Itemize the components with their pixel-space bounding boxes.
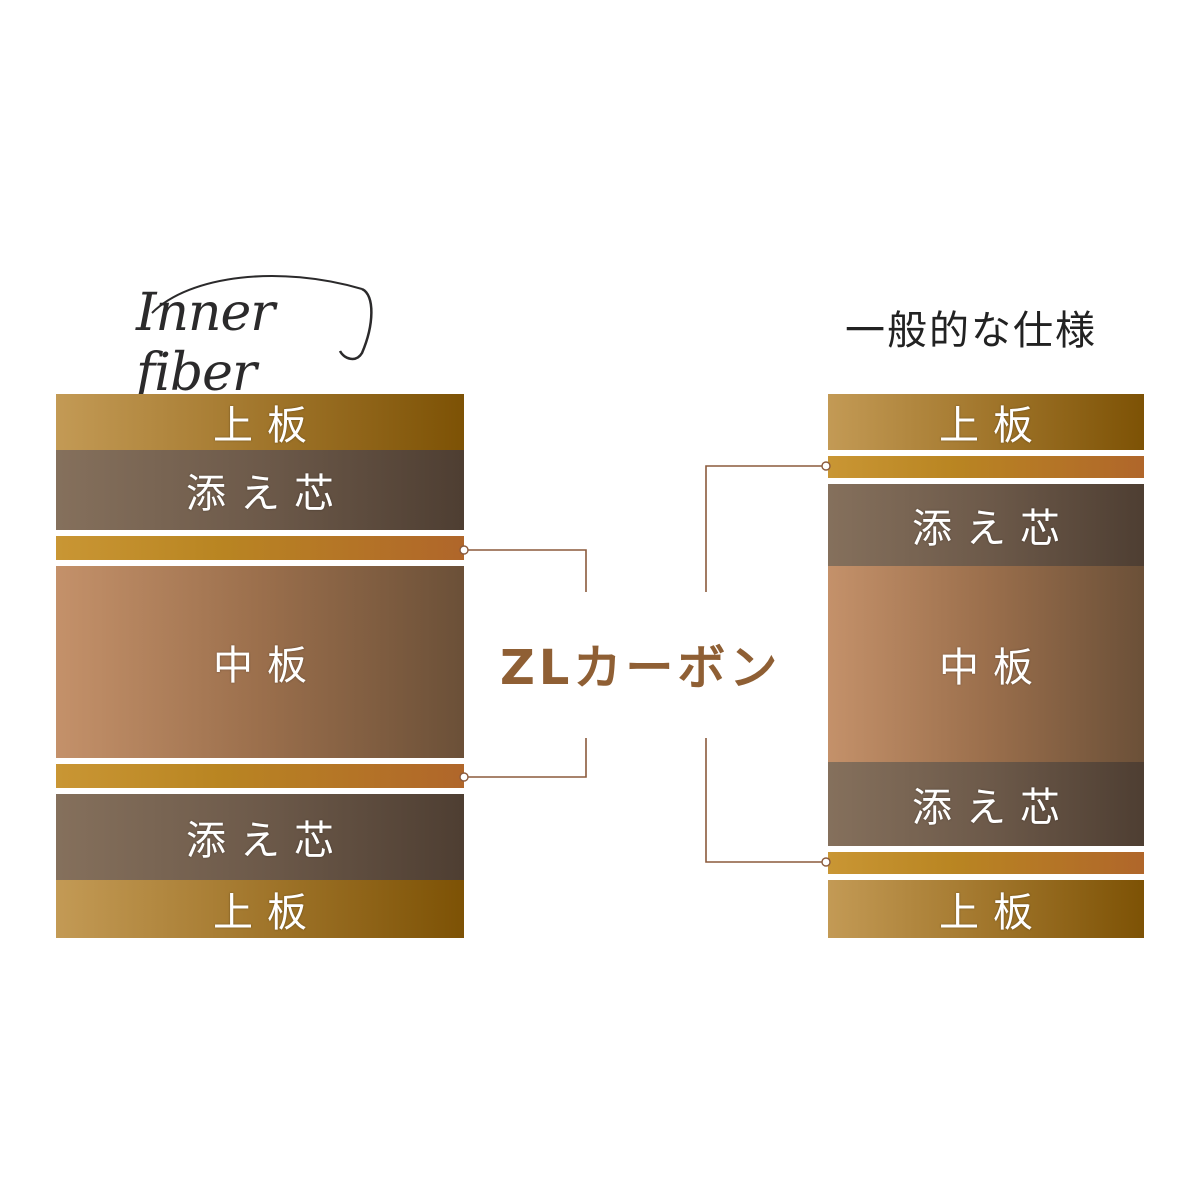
left-layer-mid-plate-label: 中板 bbox=[213, 643, 321, 689]
right-upper-connector bbox=[705, 465, 826, 592]
right-layer-bottom-plate: 上板 bbox=[828, 880, 1144, 938]
left-layer-bottom-plate-label: 上板 bbox=[213, 890, 321, 936]
left-layer-soe-lower: 添え芯 bbox=[56, 794, 464, 880]
right-layer-soe-lower: 添え芯 bbox=[828, 762, 1144, 846]
left-layer-soe-lower-label: 添え芯 bbox=[186, 818, 348, 864]
left-lower-connector-dot bbox=[459, 772, 469, 782]
right-layer-bottom-plate-label: 上板 bbox=[939, 890, 1047, 936]
right-layer-mid-plate: 中板 bbox=[828, 566, 1144, 762]
left-layer-top-plate-label: 上板 bbox=[213, 403, 321, 449]
left-layer-top-plate: 上板 bbox=[56, 394, 464, 450]
right-layer-soe-lower-label: 添え芯 bbox=[912, 785, 1074, 831]
right-layer-top-plate-label: 上板 bbox=[939, 403, 1047, 449]
left-layer-mid-plate: 中板 bbox=[56, 566, 464, 758]
left-layer-bottom-plate: 上板 bbox=[56, 880, 464, 938]
right-title: 一般的な仕様 bbox=[845, 308, 1097, 354]
right-upper-connector-dot bbox=[821, 461, 831, 471]
left-lower-connector bbox=[464, 738, 587, 778]
left-layer-soe-upper: 添え芯 bbox=[56, 450, 464, 530]
left-layer-carbon-upper bbox=[56, 530, 464, 566]
right-layer-soe-upper: 添え芯 bbox=[828, 484, 1144, 566]
left-upper-connector-dot bbox=[459, 545, 469, 555]
right-lower-connector-dot bbox=[821, 857, 831, 867]
right-lower-connector bbox=[705, 738, 826, 863]
left-layer-soe-upper-label: 添え芯 bbox=[186, 471, 348, 517]
brand-name: Inner fiber bbox=[136, 283, 275, 403]
logo-swash bbox=[151, 275, 373, 361]
right-layer-stack: 上板 添え芯 中板 添え芯 上板 bbox=[828, 394, 1144, 938]
right-layer-carbon-upper bbox=[828, 450, 1144, 484]
right-layer-soe-upper-label: 添え芯 bbox=[912, 506, 1074, 552]
zl-carbon-label: ZLカーボン bbox=[500, 640, 782, 696]
left-layer-stack: 上板 添え芯 中板 添え芯 上板 bbox=[56, 394, 464, 938]
left-layer-carbon-lower bbox=[56, 758, 464, 794]
right-layer-carbon-lower bbox=[828, 846, 1144, 880]
inner-fiber-logo: Inner fiber bbox=[130, 255, 390, 403]
right-layer-top-plate: 上板 bbox=[828, 394, 1144, 450]
right-layer-mid-plate-label: 中板 bbox=[939, 645, 1047, 691]
left-upper-connector bbox=[464, 549, 587, 592]
